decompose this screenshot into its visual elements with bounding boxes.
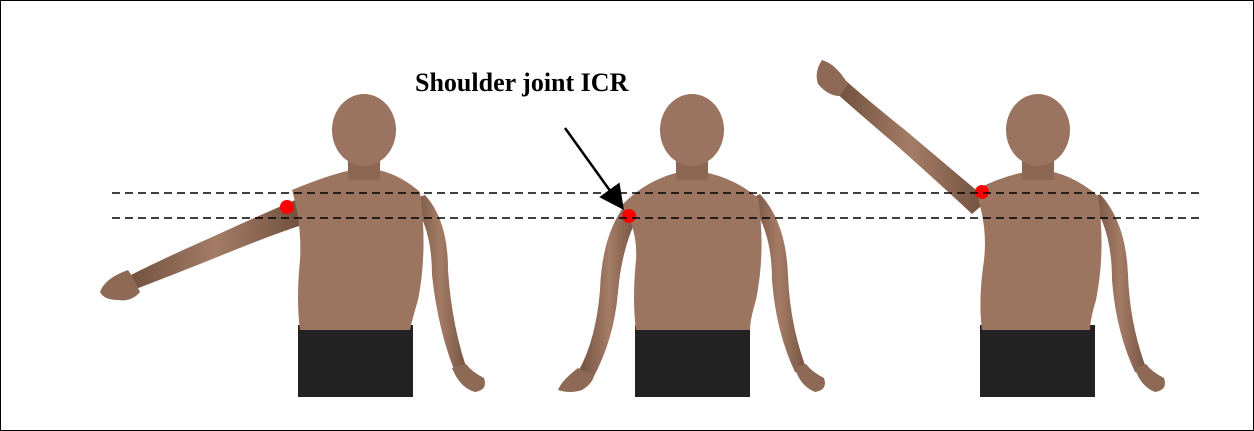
- arm-right: [578, 205, 640, 380]
- pants: [980, 325, 1095, 397]
- head: [660, 94, 724, 166]
- figure-arm-raised: [817, 60, 1165, 397]
- abducted-arm: [125, 198, 305, 292]
- head: [1006, 94, 1070, 166]
- head: [332, 94, 396, 166]
- shoulder-icr-marker: [280, 200, 294, 214]
- annotation-arrow: [565, 128, 621, 206]
- torso: [975, 170, 1102, 330]
- raised-arm: [835, 80, 988, 214]
- torso: [622, 170, 762, 330]
- icr-annotation-label: Shoulder joint ICR: [415, 68, 628, 98]
- hand: [817, 60, 848, 96]
- figure-arm-neutral: [558, 94, 825, 397]
- hand: [795, 364, 825, 392]
- pants: [298, 325, 413, 397]
- shoulder-icr-marker: [622, 209, 636, 223]
- hand: [452, 364, 485, 392]
- hand: [1135, 364, 1165, 392]
- figure-arm-abducted: [100, 94, 485, 397]
- shoulder-icr-marker: [975, 185, 989, 199]
- pants: [635, 325, 750, 397]
